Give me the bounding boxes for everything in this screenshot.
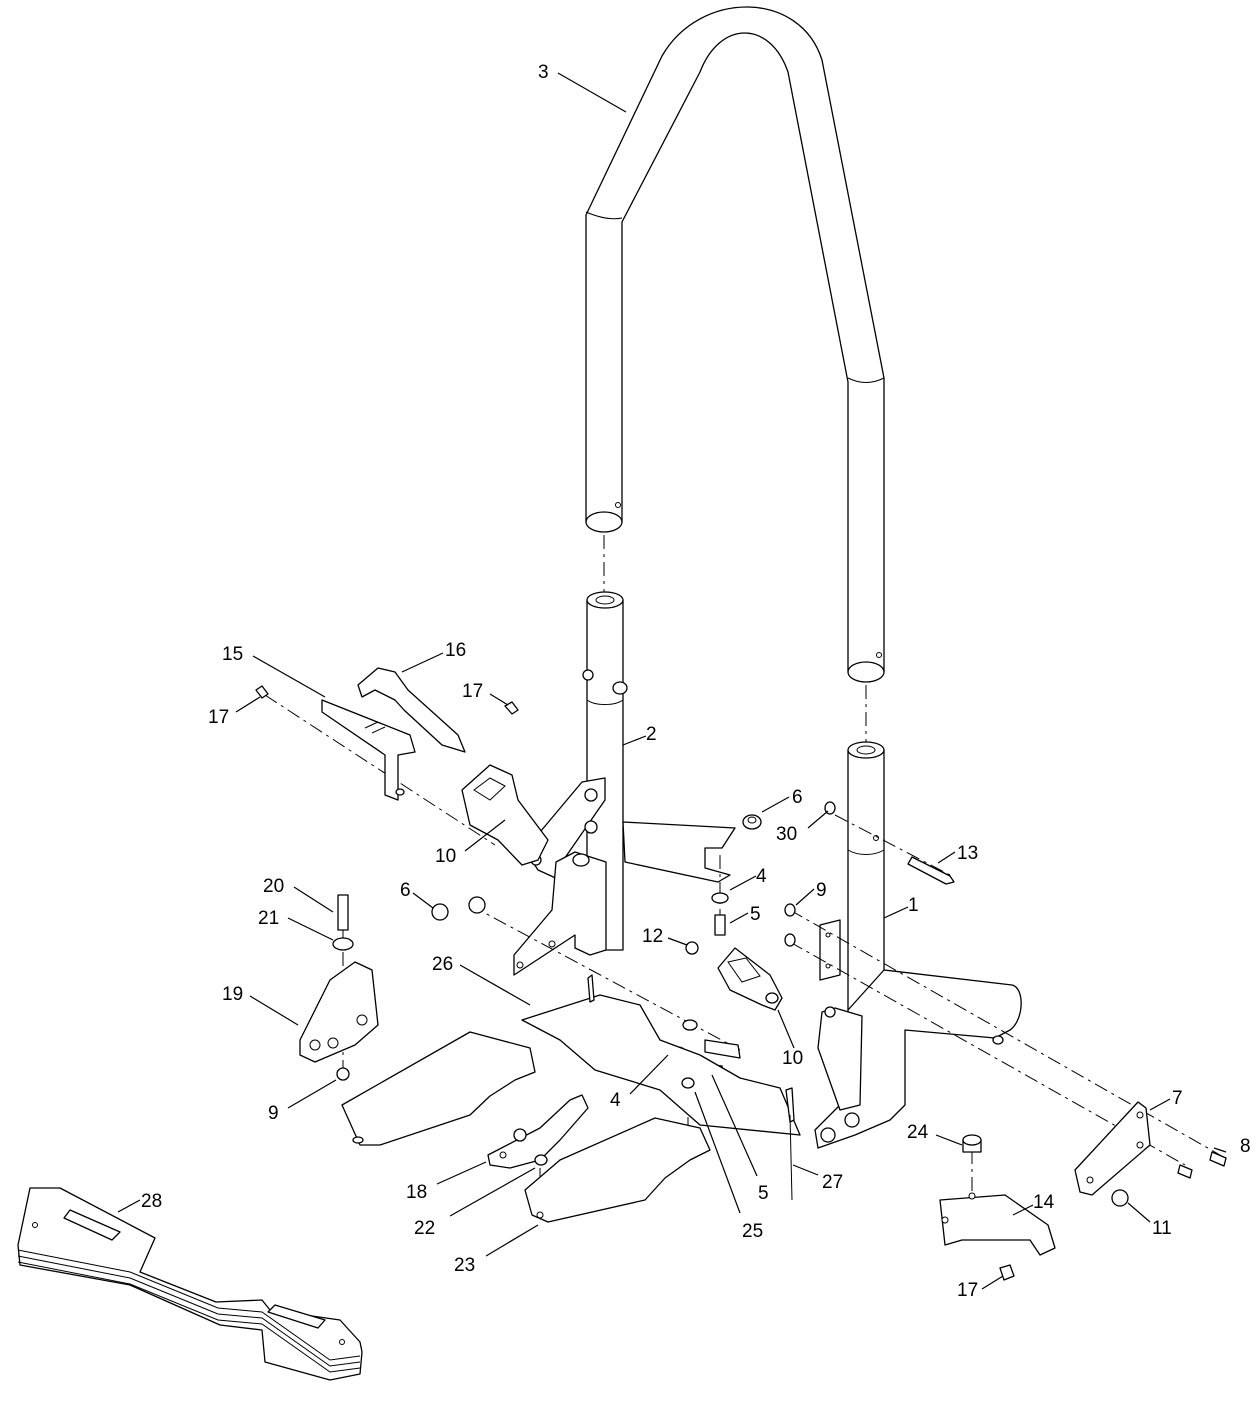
callout-24: 24 — [907, 1122, 929, 1143]
callout-10-lower: 10 — [782, 1048, 803, 1069]
callout-12: 12 — [642, 926, 663, 947]
latch-bracket-16 — [357, 667, 466, 753]
callout-21: 21 — [258, 908, 279, 929]
spacer-stack-28 — [17, 1187, 363, 1381]
callout-22: 22 — [414, 1218, 435, 1239]
strip-27 — [789, 1114, 793, 1201]
bracket-14 — [939, 1192, 1056, 1256]
callout-18: 18 — [406, 1182, 427, 1203]
latch-18 — [487, 1094, 589, 1169]
callout-17-lower: 17 — [957, 1280, 978, 1301]
bracket-19 — [299, 961, 379, 1063]
callout-1: 1 — [908, 895, 919, 916]
callout-8: 8 — [1240, 1136, 1251, 1157]
callout-2: 2 — [646, 724, 657, 745]
callout-16: 16 — [445, 640, 466, 661]
floor-plate-26 — [521, 974, 801, 1136]
latch-bracket-15 — [321, 699, 416, 801]
callout-14: 14 — [1033, 1192, 1055, 1213]
callout-13: 13 — [957, 843, 978, 864]
left-rops-post — [513, 591, 736, 976]
leader-lines — [117, 72, 1227, 1290]
callout-6-left: 6 — [400, 880, 411, 901]
callout-6-right: 6 — [792, 787, 803, 808]
centerline-pin-13 — [834, 814, 951, 876]
centerline-upper-bracket — [264, 694, 496, 846]
lower-plate-23 — [524, 1117, 711, 1223]
seat-belt-buckle-upper — [461, 764, 549, 866]
callout-28: 28 — [141, 1191, 162, 1212]
right-rops-post — [814, 741, 1022, 1149]
rivet-25 — [681, 1077, 695, 1089]
callout-25: 25 — [742, 1221, 763, 1242]
callout-labels: 3 2 1 15 16 17 17 10 6 30 13 4 5 9 12 6 … — [141, 62, 1251, 1301]
callout-11: 11 — [1152, 1218, 1172, 1239]
centerline-right-upper — [789, 909, 1221, 1156]
callout-30: 30 — [776, 824, 797, 845]
callout-27: 27 — [822, 1172, 843, 1193]
rivet-22 — [534, 1154, 548, 1166]
callout-19: 19 — [222, 984, 243, 1005]
callout-5-upper: 5 — [750, 904, 761, 925]
callout-9-left: 9 — [268, 1103, 279, 1124]
callout-20: 20 — [263, 876, 284, 897]
callout-7: 7 — [1172, 1088, 1183, 1109]
callout-10-upper: 10 — [435, 846, 456, 867]
hardware-fasteners — [255, 685, 1227, 1281]
callout-26: 26 — [432, 954, 453, 975]
seat-belt-buckle-lower — [717, 947, 783, 1011]
callout-3: 3 — [538, 62, 549, 83]
callout-5-lower: 5 — [758, 1183, 769, 1204]
callout-17-upper-left: 17 — [208, 707, 229, 728]
callout-4-lower: 4 — [610, 1090, 621, 1111]
roll-bar-hoop — [585, 6, 885, 683]
callout-9-right: 9 — [816, 880, 827, 901]
lower-plate-left — [341, 1031, 536, 1146]
callout-4-upper: 4 — [756, 866, 767, 887]
callout-15: 15 — [222, 644, 243, 665]
plate-7 — [1074, 1101, 1151, 1196]
callout-23: 23 — [454, 1255, 475, 1276]
callout-17-upper-right: 17 — [462, 681, 483, 702]
